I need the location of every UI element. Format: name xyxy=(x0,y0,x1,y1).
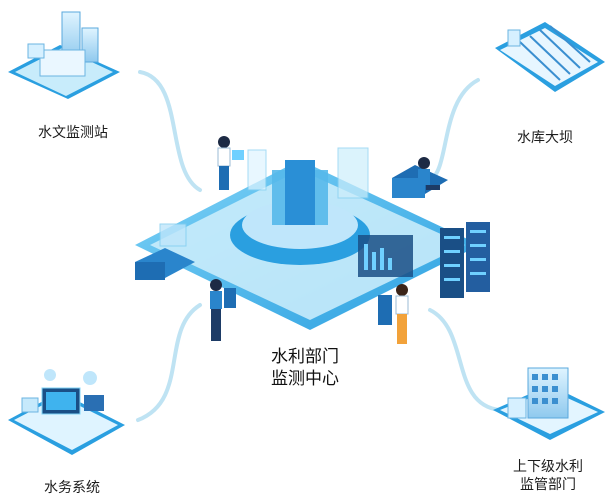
connector-hydro xyxy=(140,72,200,190)
connector-reservoir xyxy=(430,80,478,180)
affairs-system-illustration xyxy=(8,369,125,455)
person-top xyxy=(218,136,244,190)
connector-affairs xyxy=(138,305,200,420)
affairs-system-label: 水务系统 xyxy=(22,479,122,497)
server-rack xyxy=(440,222,490,298)
center-label-line2: 监测中心 xyxy=(245,368,365,390)
reservoir-illustration xyxy=(495,22,605,92)
connector-upper xyxy=(430,310,500,410)
person-left xyxy=(210,279,236,341)
upper-dept-illustration xyxy=(493,368,605,440)
upper-dept-label-line1: 上下级水利 xyxy=(488,458,608,476)
upper-dept-label: 上下级水利 监管部门 xyxy=(488,458,608,494)
center-label: 水利部门 监测中心 xyxy=(245,346,365,390)
reservoir-label: 水库大坝 xyxy=(495,129,595,147)
hydro-station-illustration xyxy=(8,12,120,99)
hydro-station-label: 水文监测站 xyxy=(18,124,128,142)
center-label-line1: 水利部门 xyxy=(245,346,365,368)
upper-dept-label-line2: 监管部门 xyxy=(488,476,608,494)
